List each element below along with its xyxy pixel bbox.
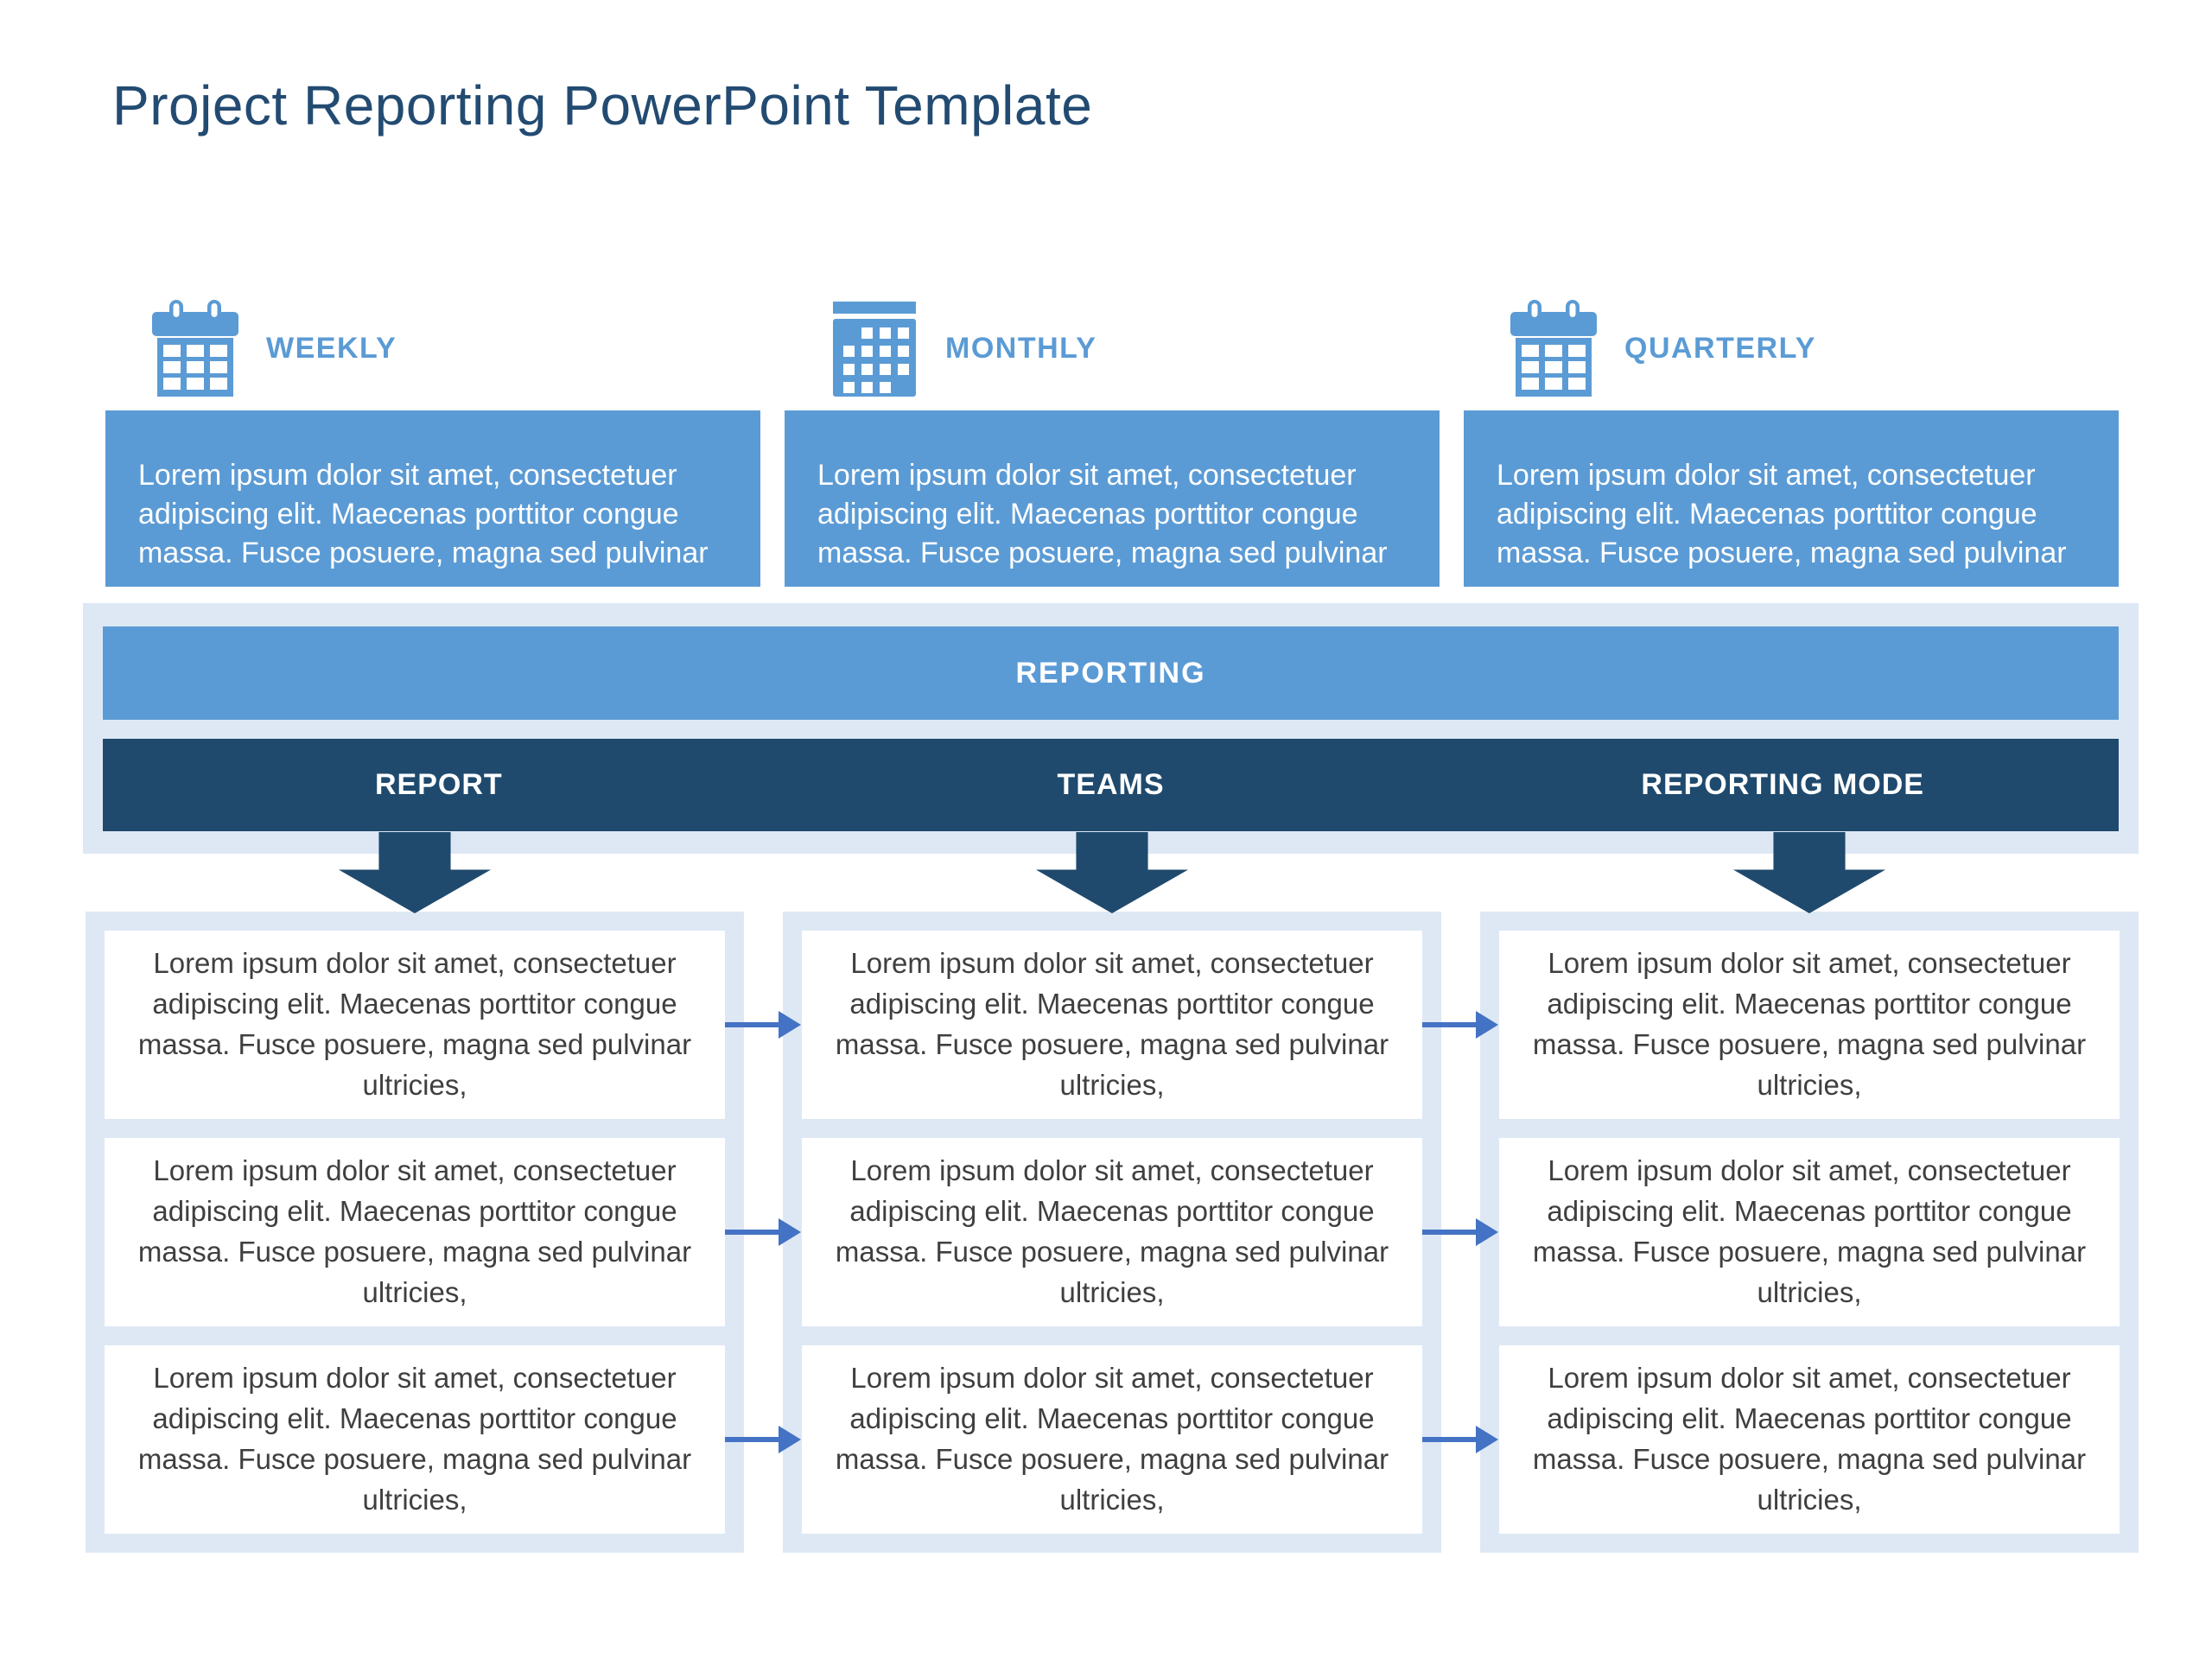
- flow-arrow-right-icon: [725, 1426, 801, 1453]
- detail-column-teams: Lorem ipsum dolor sit amet, consectetuer…: [783, 912, 1441, 1553]
- flow-arrow-right-icon: [725, 1218, 801, 1246]
- flow-arrow-right-icon: [725, 1011, 801, 1039]
- detail-cell-text: Lorem ipsum dolor sit amet, consectetuer…: [137, 947, 692, 1101]
- frequency-label-monthly: MONTHLY: [945, 331, 1097, 365]
- detail-cell: Lorem ipsum dolor sit amet, consectetuer…: [105, 931, 725, 1119]
- detail-cell-text: Lorem ipsum dolor sit amet, consectetuer…: [1532, 1154, 2087, 1308]
- calendar-week-icon: [1510, 300, 1597, 397]
- category-report: REPORT: [374, 768, 503, 801]
- frequency-header-weekly: WEEKLY: [105, 300, 760, 397]
- category-teams: TEAMS: [1057, 768, 1165, 801]
- frequency-label-weekly: WEEKLY: [266, 331, 397, 365]
- frequency-column-monthly: MONTHLY Lorem ipsum dolor sit amet, cons…: [785, 300, 1440, 587]
- detail-cell: Lorem ipsum dolor sit amet, consectetuer…: [802, 1345, 1422, 1534]
- down-arrow-cell: [86, 832, 744, 913]
- reporting-panel: REPORTING REPORT TEAMS REPORTING MODE: [83, 603, 2139, 854]
- detail-cell-text: Lorem ipsum dolor sit amet, consectetuer…: [835, 947, 1389, 1101]
- frequency-column-weekly: WEEKLY Lorem ipsum dolor sit amet, conse…: [105, 300, 760, 587]
- down-arrow-cell: [1480, 832, 2139, 913]
- calendar-month-icon: [833, 302, 916, 397]
- flow-arrow-right-icon: [1422, 1218, 1498, 1246]
- frequency-description-text: Lorem ipsum dolor sit amet, consectetuer…: [138, 459, 709, 570]
- flow-arrow-right-icon: [1422, 1426, 1498, 1453]
- category-bar: REPORT TEAMS REPORTING MODE: [103, 739, 2119, 831]
- detail-cell-text: Lorem ipsum dolor sit amet, consectetuer…: [137, 1362, 692, 1516]
- detail-cell: Lorem ipsum dolor sit amet, consectetuer…: [802, 931, 1422, 1119]
- flow-arrow-right-icon: [1422, 1011, 1498, 1039]
- detail-grid: Lorem ipsum dolor sit amet, consectetuer…: [86, 912, 2139, 1553]
- detail-cell: Lorem ipsum dolor sit amet, consectetuer…: [1499, 931, 2120, 1119]
- flow-arrow-down-icon: [338, 832, 492, 913]
- detail-column-report: Lorem ipsum dolor sit amet, consectetuer…: [86, 912, 744, 1553]
- frequency-description-text: Lorem ipsum dolor sit amet, consectetuer…: [817, 459, 1388, 570]
- frequency-description-text: Lorem ipsum dolor sit amet, consectetuer…: [1497, 459, 2067, 570]
- frequency-column-quarterly: QUARTERLY Lorem ipsum dolor sit amet, co…: [1464, 300, 2119, 587]
- detail-cell: Lorem ipsum dolor sit amet, consectetuer…: [802, 1138, 1422, 1326]
- detail-cell-text: Lorem ipsum dolor sit amet, consectetuer…: [137, 1154, 692, 1308]
- detail-cell: Lorem ipsum dolor sit amet, consectetuer…: [1499, 1345, 2120, 1534]
- down-arrow-cell: [783, 832, 1441, 913]
- detail-cell: Lorem ipsum dolor sit amet, consectetuer…: [105, 1138, 725, 1326]
- category-reporting-mode: REPORTING MODE: [1641, 768, 1924, 801]
- detail-cell-text: Lorem ipsum dolor sit amet, consectetuer…: [835, 1154, 1389, 1308]
- detail-cell-text: Lorem ipsum dolor sit amet, consectetuer…: [835, 1362, 1389, 1516]
- flow-arrow-down-icon: [1035, 832, 1189, 913]
- reporting-banner: REPORTING: [103, 626, 2119, 720]
- detail-cell-text: Lorem ipsum dolor sit amet, consectetuer…: [1532, 1362, 2087, 1516]
- frequency-label-quarterly: QUARTERLY: [1624, 331, 1816, 365]
- detail-cell-text: Lorem ipsum dolor sit amet, consectetuer…: [1532, 947, 2087, 1101]
- page-title: Project Reporting PowerPoint Template: [112, 74, 1093, 137]
- detail-cell: Lorem ipsum dolor sit amet, consectetuer…: [1499, 1138, 2120, 1326]
- detail-column-reporting-mode: Lorem ipsum dolor sit amet, consectetuer…: [1480, 912, 2139, 1553]
- frequency-section: WEEKLY Lorem ipsum dolor sit amet, conse…: [105, 300, 2119, 587]
- detail-cell: Lorem ipsum dolor sit amet, consectetuer…: [105, 1345, 725, 1534]
- calendar-week-icon: [152, 300, 238, 397]
- frequency-description-box-weekly: Lorem ipsum dolor sit amet, consectetuer…: [105, 410, 760, 587]
- frequency-header-monthly: MONTHLY: [785, 300, 1440, 397]
- down-arrow-row: [86, 832, 2139, 913]
- frequency-header-quarterly: QUARTERLY: [1464, 300, 2119, 397]
- frequency-description-box-monthly: Lorem ipsum dolor sit amet, consectetuer…: [785, 410, 1440, 587]
- frequency-description-box-quarterly: Lorem ipsum dolor sit amet, consectetuer…: [1464, 410, 2119, 587]
- flow-arrow-down-icon: [1732, 832, 1886, 913]
